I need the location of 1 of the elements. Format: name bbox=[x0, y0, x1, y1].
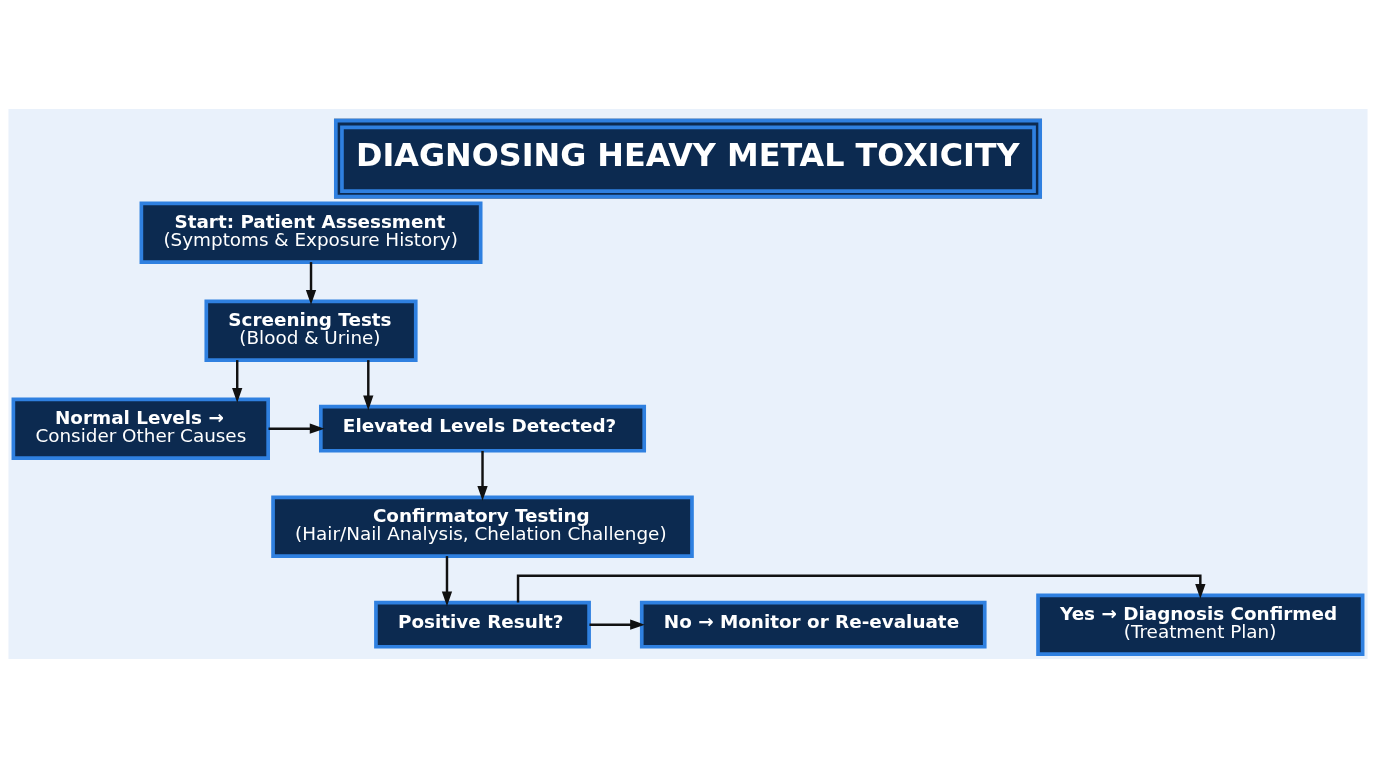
diagram-title: DIAGNOSING HEAVY METAL TOXICITY bbox=[356, 135, 1020, 174]
